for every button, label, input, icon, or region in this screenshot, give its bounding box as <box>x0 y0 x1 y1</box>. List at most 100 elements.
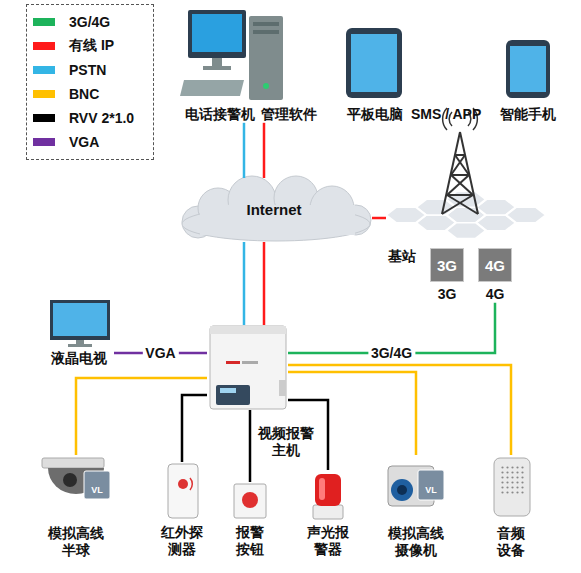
node-label: 音频设备 <box>495 525 527 559</box>
ir-detector-icon-part <box>178 479 188 489</box>
edge-label: 3G/4G <box>368 345 415 362</box>
alarm-host-icon-part <box>220 388 236 393</box>
legend-row: 有线 IP <box>33 34 147 58</box>
computer-icon-part <box>249 16 283 100</box>
cable-connector <box>182 395 207 462</box>
cloud-node: Internet <box>176 178 372 242</box>
ir-detector-icon-part <box>190 478 192 490</box>
node-label: 模拟高线半球 <box>46 525 106 559</box>
ir-detector-icon-part <box>168 464 198 518</box>
tower-icon-part <box>451 174 469 176</box>
app-label: SMS / APP <box>411 106 481 123</box>
box-camera-icon <box>388 466 444 506</box>
node-label: 视频报警主机 <box>257 425 315 459</box>
cable-connector <box>243 242 246 325</box>
tv-icon-part <box>50 300 110 340</box>
device-node: 模拟高线摄像机 <box>380 455 452 559</box>
badge-text: VL <box>91 485 103 496</box>
tower-icon-part <box>447 195 478 214</box>
hex-base-part <box>506 207 546 223</box>
computer-icon-part <box>253 22 279 26</box>
legend-text: VGA <box>69 134 99 150</box>
node-label: 基站 <box>386 248 420 265</box>
hex-base <box>386 192 546 239</box>
base-station-node: 基站 <box>386 126 546 265</box>
badge-text: VL <box>425 485 437 496</box>
hex-base-part <box>446 223 486 239</box>
tower-icon-part <box>442 195 473 214</box>
dome-camera-icon <box>42 458 110 499</box>
node-label: 智能手机 <box>498 106 558 123</box>
legend-text: BNC <box>69 86 99 102</box>
legend-swatch <box>33 138 55 146</box>
alarm-button-icon-part <box>242 492 258 508</box>
dome-camera-icon-part <box>63 473 77 487</box>
node-label: Internet <box>214 178 334 242</box>
node-label: 4G <box>476 286 514 303</box>
cable-connector <box>263 123 266 178</box>
legend-row: PSTN <box>33 58 147 82</box>
computer-icon-part <box>180 80 244 96</box>
alarm-host: 视频报警主机 <box>207 325 288 410</box>
computer-node: 电话接警机 <box>182 6 258 123</box>
device-node: 红外探测器 <box>150 462 214 558</box>
legend-swatch <box>33 66 55 74</box>
node-label: 红外探测器 <box>159 524 205 558</box>
cable-connector <box>288 372 416 455</box>
tower-icon-part <box>451 175 473 195</box>
edge-label: VGA <box>142 345 178 362</box>
tv-icon-part <box>53 303 107 336</box>
node-label: 模拟高线摄像机 <box>386 525 446 559</box>
computer-icon <box>180 10 283 100</box>
alarm-host-icon <box>210 326 286 409</box>
hex-base-part <box>386 207 426 223</box>
software-node: 管理软件 <box>258 6 320 123</box>
legend-row: RVV 2*1.0 <box>33 106 147 130</box>
audio-device-icon-part <box>494 458 530 516</box>
node-label: 声光报警器 <box>305 524 351 558</box>
cable-connector <box>249 410 252 482</box>
tower-icon-part <box>451 155 465 175</box>
cloud-shape <box>182 176 371 241</box>
alarm-host-icon-part <box>226 361 240 364</box>
computer-icon-part <box>212 58 222 67</box>
phone-node: 智能手机 <box>496 20 560 123</box>
cable-connector <box>263 242 266 325</box>
tv-node: 液晶电视 <box>44 300 114 367</box>
cable-connector <box>372 217 386 220</box>
device-node: 模拟高线半球 <box>40 455 112 559</box>
legend-text: 3G/4G <box>69 14 110 30</box>
computer-icon-part <box>192 14 242 52</box>
tower-icon-part <box>447 175 469 195</box>
dome-camera-icon-part <box>84 471 110 499</box>
alarm-host-icon-part <box>279 380 286 396</box>
alarm-host-icon-part <box>216 385 250 405</box>
legend-text: PSTN <box>69 62 106 78</box>
legend-swatch <box>33 18 55 26</box>
network-badge: 4G4G <box>476 248 514 303</box>
computer-icon-part <box>263 83 269 89</box>
node-label: 液晶电视 <box>49 350 109 367</box>
computer-icon-part <box>203 66 231 70</box>
audio-device-icon <box>494 458 530 516</box>
node-label: 电话接警机 <box>182 106 258 123</box>
tablet-icon-part <box>351 34 397 92</box>
legend-swatch <box>33 90 55 98</box>
phone-icon-part <box>506 40 550 98</box>
dome-camera-icon-part <box>42 458 104 468</box>
box-camera-icon-part <box>391 479 413 501</box>
phone-icon <box>506 40 550 98</box>
node-label: 平板电脑 <box>345 106 405 123</box>
alarm-host-icon-part <box>242 361 258 364</box>
siren-icon-part <box>315 474 341 506</box>
legend-row: 3G/4G <box>33 10 147 34</box>
tv-icon <box>50 300 110 347</box>
siren-icon-part <box>313 505 343 519</box>
legend-box: 3G/4G 有线 IP PSTN BNC RVV 2*1.0VGA <box>26 4 154 160</box>
box-camera-icon-part <box>418 470 444 500</box>
legend-row: BNC <box>33 82 147 106</box>
legend-text: RVV 2*1.0 <box>69 110 134 126</box>
ir-detector-icon <box>168 464 198 518</box>
